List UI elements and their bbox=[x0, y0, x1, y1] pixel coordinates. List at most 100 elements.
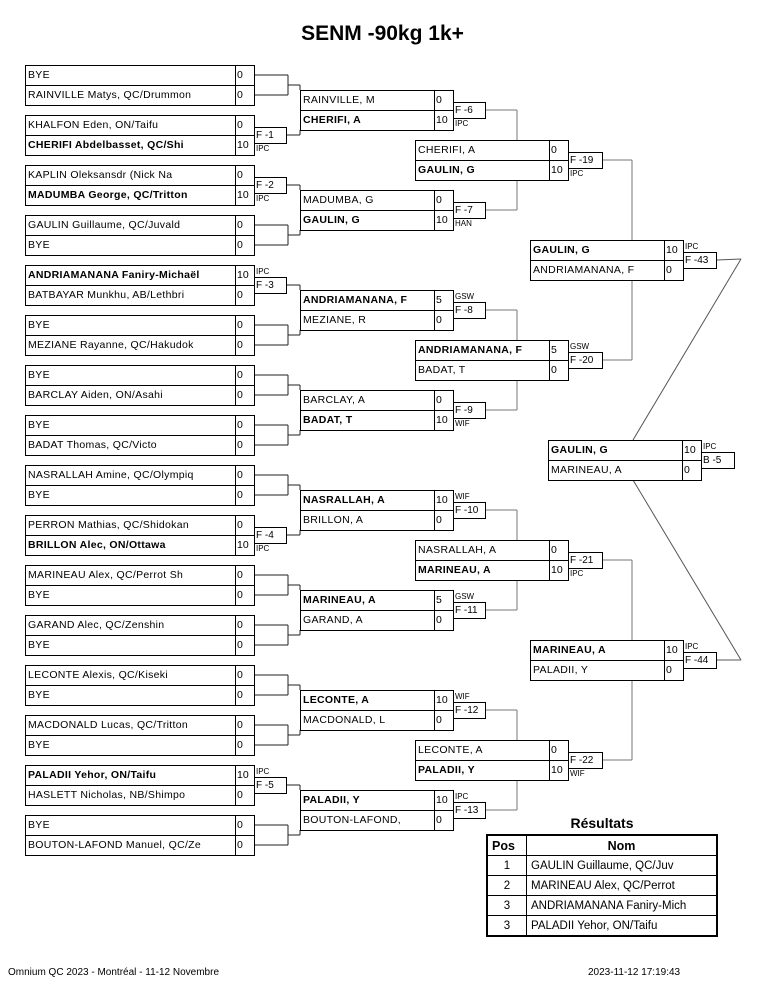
competitor-score: 10 bbox=[434, 690, 453, 710]
competitor-score: 0 bbox=[235, 485, 254, 505]
competitor-score: 0 bbox=[235, 385, 254, 405]
competitor-score: 0 bbox=[235, 235, 254, 255]
competitor-score: 0 bbox=[235, 565, 254, 585]
competitor-name: PALADII, Y bbox=[418, 764, 475, 776]
results-row: 1 GAULIN Guillaume, QC/Juv bbox=[486, 855, 718, 876]
win-type-label: HAN bbox=[455, 219, 472, 228]
competitor-score: 0 bbox=[235, 315, 254, 335]
competitor-score: 0 bbox=[235, 365, 254, 385]
win-type-label: IPC bbox=[685, 242, 699, 251]
competitor-score: 10 bbox=[664, 240, 683, 260]
competitor-name: PALADII, Y bbox=[303, 794, 360, 806]
competitor-name: MARINEAU Alex, QC/Perrot Sh bbox=[28, 569, 184, 581]
competitor-name: ANDRIAMANANA, F bbox=[533, 264, 635, 276]
fight-number-label: F -19 bbox=[568, 152, 603, 169]
results-header-row: Pos Nom bbox=[486, 834, 718, 856]
competitor-name: NASRALLAH Amine, QC/Olympiq bbox=[28, 469, 194, 481]
competitor-name: PALADII Yehor, ON/Taifu bbox=[28, 769, 157, 781]
results-name: PALADII Yehor, ON/Taifu bbox=[526, 915, 718, 937]
competitor-name: ANDRIAMANANA Faniry-Michaël bbox=[28, 269, 200, 281]
competitor-name: LECONTE Alexis, QC/Kiseki bbox=[28, 669, 168, 681]
competitor-score: 0 bbox=[434, 310, 453, 330]
fight-number-label: F -7 bbox=[453, 202, 486, 219]
competitor-name: BYE bbox=[28, 69, 50, 81]
fight-number-label: F -12 bbox=[453, 702, 486, 719]
competitor-score: 0 bbox=[549, 740, 568, 760]
results-pos: 1 bbox=[486, 855, 527, 876]
fight-number-label: F -11 bbox=[453, 602, 486, 619]
fight-number-label: F -43 bbox=[683, 252, 717, 269]
competitor-name: KHALFON Eden, ON/Taifu bbox=[28, 119, 159, 131]
competitor-row: MEZIANE, R 0 bbox=[301, 310, 453, 331]
competitor-score: 0 bbox=[549, 540, 568, 560]
competitor-score: 0 bbox=[235, 735, 254, 755]
competitor-score: 0 bbox=[235, 415, 254, 435]
competitor-name: GAULIN, G bbox=[551, 444, 608, 456]
competitor-score: 0 bbox=[434, 510, 453, 530]
competitor-name: BOUTON-LAFOND Manuel, QC/Ze bbox=[28, 839, 202, 851]
competitor-name: GARAND, A bbox=[303, 614, 363, 626]
competitor-name: GAULIN, G bbox=[303, 214, 360, 226]
competitor-name: GAULIN, G bbox=[533, 244, 590, 256]
competitor-score: 0 bbox=[235, 685, 254, 705]
competitor-name: BYE bbox=[28, 419, 50, 431]
fight-number-label: F -6 bbox=[453, 102, 486, 119]
fight-number-label: F -9 bbox=[453, 402, 486, 419]
competitor-name: PALADII, Y bbox=[533, 664, 589, 676]
win-type-label: WIF bbox=[455, 419, 470, 428]
competitor-name: BYE bbox=[28, 819, 50, 831]
competitor-name: RAINVILLE Matys, QC/Drummon bbox=[28, 89, 192, 101]
win-type-label: IPC bbox=[256, 544, 270, 553]
win-type-label: IPC bbox=[685, 642, 699, 651]
competitor-name: BYE bbox=[28, 739, 50, 751]
competitor-row: BYE 0 bbox=[26, 415, 254, 436]
competitor-score: 5 bbox=[549, 340, 568, 360]
win-type-label: IPC bbox=[570, 169, 584, 178]
win-type-label: IPC bbox=[256, 144, 270, 153]
competitor-name: ANDRIAMANANA, F bbox=[418, 344, 523, 356]
competitor-score: 0 bbox=[235, 465, 254, 485]
competitor-name: MEZIANE, R bbox=[303, 314, 367, 326]
competitor-name: BYE bbox=[28, 639, 50, 651]
competitor-score: 10 bbox=[235, 185, 254, 205]
competitor-score: 0 bbox=[235, 835, 254, 855]
competitor-row: ANDRIAMANANA, F 5 bbox=[416, 340, 568, 361]
fight-number-label: F -21 bbox=[568, 552, 603, 569]
competitor-name: LECONTE, A bbox=[303, 694, 370, 706]
results-title: Résultats bbox=[570, 815, 634, 831]
